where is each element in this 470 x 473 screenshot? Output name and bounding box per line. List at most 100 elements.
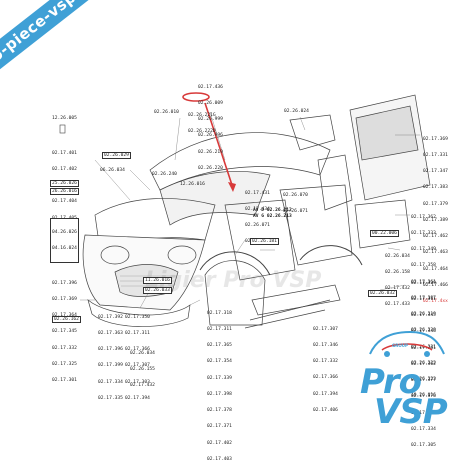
part-number: 02.17.366: [125, 347, 150, 353]
part-number: 02.17.361: [411, 345, 436, 351]
part-number: 02.17.362: [411, 361, 436, 367]
part-number: 02.17.366: [313, 375, 338, 381]
part-number: 02.26.996: [198, 133, 223, 139]
part-number: 02.17.362: [411, 214, 436, 220]
part-number: 02.26.219: [411, 312, 436, 318]
part-number-box: 11.26.016: [143, 277, 172, 285]
part-number: 02.17.396: [52, 280, 77, 286]
part-number: 02.17.369: [423, 136, 448, 142]
part-number: 02.17.311: [125, 331, 150, 337]
part-number: 02.26.221G: [188, 112, 216, 118]
part-number: 02.26.071: [245, 223, 270, 229]
part-number: 02.17.396: [98, 347, 123, 353]
part-number: 02.26.034: [385, 253, 410, 259]
part-number: 02.17.358: [411, 263, 436, 269]
mid-labels: 02.17.318 02.17.311 02.17.365 02.17.354 …: [207, 300, 232, 473]
part-number: 02.17.311: [207, 327, 232, 333]
top-center-labels: 02.17.436 02.26.009 02.26.999 02.26.996 …: [198, 74, 223, 182]
part-number-box: 02.26.032: [368, 290, 397, 298]
part-number: 02.17.311: [411, 297, 436, 303]
lower-labels-a: 02.17.392 02.17.363 02.17.396 02.17.399 …: [98, 304, 123, 412]
watermark: Ligier Pro VSP: [145, 268, 322, 293]
part-number: 02.17.331: [423, 153, 448, 159]
part-number: 04.26.026: [52, 229, 77, 235]
part-number: 02.17.349: [411, 247, 436, 253]
roof-panel: [149, 132, 331, 191]
part-number: 02.26.231: [411, 344, 436, 350]
part-number: 02.17.406: [313, 407, 338, 413]
part-number-box: 25.26.026: [50, 180, 79, 188]
part-number: 02.17.339: [207, 375, 232, 381]
part-number: 02.17.404: [52, 199, 77, 205]
part-number: 02.17.361: [411, 279, 436, 285]
logo-pro-text: Pro: [360, 362, 422, 402]
part-number: 02.17.335: [98, 395, 123, 401]
part-number: 02.17.350: [125, 314, 150, 320]
part-number: 02.17.318: [207, 310, 232, 316]
part-number: 02.17.392: [98, 314, 123, 320]
part-number: 02.17.347: [423, 169, 448, 175]
part-number: 02.17.462: [423, 234, 448, 240]
part-number: 02.26.222: [411, 360, 436, 366]
part-number: 02.17.4xx: [423, 299, 448, 304]
part-number: 02.26.024: [284, 109, 309, 114]
part-number: 02.17.307: [125, 363, 150, 369]
part-number: 02.17.371: [207, 424, 232, 430]
part-number: 02.17.432: [130, 383, 155, 389]
part-number: 02.17.365: [207, 343, 232, 349]
part-number: 02.17.303: [125, 379, 150, 385]
right-labels-top: 02.17.369 02.17.331 02.17.347 02.17.383 …: [423, 126, 448, 315]
right-labels-mid: 02.17.362 02.17.333 02.17.349 02.17.358 …: [411, 204, 436, 409]
part-number: 02.17.369: [52, 297, 77, 303]
part-number: 02.17.398: [207, 391, 232, 397]
part-number: 02.17.376: [411, 394, 436, 400]
sill-labels: 02.17.307 02.17.346 02.17.332 02.17.366 …: [313, 316, 338, 424]
part-number: AV D 02.26.212: [253, 208, 292, 213]
part-number: 02.17.399: [98, 363, 123, 369]
part-number: 02.17.363: [411, 410, 436, 416]
side-right-labels: 02.26.070 02.26.071: [283, 182, 308, 225]
lower-labels-b: 02.17.350 02.17.311 02.17.366 02.17.307 …: [125, 304, 150, 412]
car-silhouette-icon: [369, 330, 445, 357]
part-number: 02.17.463: [423, 250, 448, 256]
part-number: 02.17.394: [313, 391, 338, 397]
part-number: 02.26.229: [411, 328, 436, 334]
part-number: 04.16.024: [52, 246, 77, 252]
part-number: 02.17.363: [98, 331, 123, 337]
part-number: 02.17.402: [207, 440, 232, 446]
part-number: 02.17.403: [207, 456, 232, 462]
part-number: 02.26.071: [283, 209, 308, 215]
part-number: 12.26.005: [52, 116, 77, 121]
part-number: 02.17.379: [423, 201, 448, 207]
part-number: 10.26.016: [411, 393, 436, 399]
parts-diagram: Ligier Pro VSP pro-piece-vsp.com 02.17.4…: [0, 0, 462, 462]
logo-vsp-text: VSP: [374, 392, 448, 432]
clip-part: [59, 124, 66, 134]
part-number: 02.17.307: [313, 326, 338, 332]
part-number: 02.17.334: [411, 426, 436, 432]
part-number: 02.17.432: [385, 286, 410, 292]
part-number: 02.17.334: [98, 379, 123, 385]
part-number: 02.17.325: [52, 361, 77, 367]
part-number: 02.17.401: [52, 150, 77, 156]
part-number-box: 02.26.162: [52, 316, 81, 324]
part-number: 02.17.354: [207, 359, 232, 365]
part-number: 02.17.332: [313, 359, 338, 365]
part-number: 02.26.009: [198, 101, 223, 107]
part-number: 02.17.345: [411, 313, 436, 319]
part-number-box: 02.26.033: [143, 287, 172, 295]
lower-labels-c: 02.26.034 02.26.155 02.17.432: [130, 340, 155, 399]
part-number: 02.26.240: [152, 172, 177, 177]
part-number: 02.17.394: [125, 395, 150, 401]
part-number: 02.17.364: [52, 313, 77, 318]
part-number: 02.17.378: [207, 408, 232, 414]
pro-vsp-logo: GROUP Pro VSP: [352, 324, 462, 434]
part-number: 02.17.333: [411, 231, 436, 237]
part-number: 02.17.332: [52, 345, 77, 351]
part-number: AV G 02.26.213: [253, 214, 292, 219]
part-number: 02.17.464: [423, 266, 448, 272]
left-box-c: 04.26.026 04.16.024: [50, 218, 79, 264]
bumper-labels: 02.17.396 02.17.369 02.17.364 02.17.345 …: [52, 270, 77, 394]
part-number: 02.17.377: [411, 378, 436, 384]
part-number-box: 02.26.029: [102, 152, 131, 160]
